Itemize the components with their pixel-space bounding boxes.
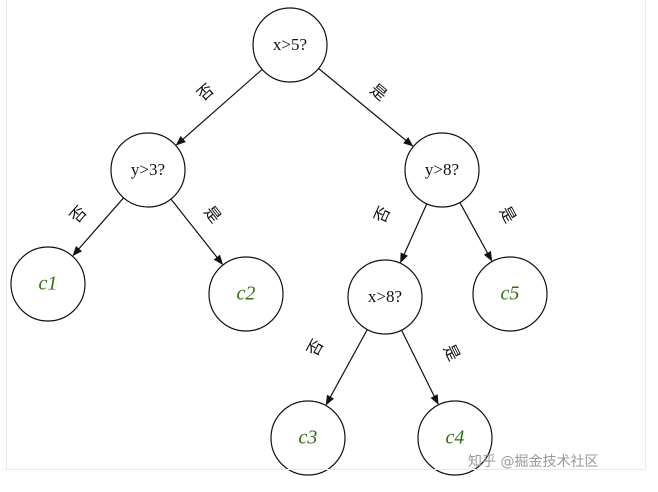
edge-label-n_mid-to-c4: 是 (440, 341, 464, 364)
decision-node-n_mid: x>8? (347, 259, 423, 335)
edge-label-n_right-to-c5: 是 (496, 203, 520, 226)
leaf-node-c3: c3 (270, 400, 346, 476)
nodes-layer: x>5? y>3? y>8? x>8? c1 c2 c3 c4 c5 (10, 7, 548, 476)
edge-n_mid-to-c3 (325, 329, 368, 406)
leaf-node-c4: c4 (417, 400, 493, 476)
leaf-label: c1 (39, 273, 58, 295)
decision-node-n_left: y>3? (110, 132, 186, 208)
leaf-label: c3 (299, 427, 318, 449)
image-frame (6, 0, 646, 470)
condition-label: x>5? (273, 35, 307, 54)
node-circle (208, 256, 284, 332)
edge-n_left-to-c2 (170, 198, 224, 265)
node-circle (252, 7, 328, 83)
node-circle (347, 259, 423, 335)
edge-n_mid-to-c4 (400, 329, 439, 405)
edge-n_left-to-c1 (72, 197, 125, 257)
edge-label-n_mid-to-c3: 否 (303, 336, 327, 359)
decision-node-root: x>5? (252, 7, 328, 83)
condition-label: x>8? (368, 287, 402, 306)
edge-root-to-n_right (318, 68, 414, 147)
node-circle (10, 246, 86, 322)
edges-layer (72, 68, 493, 406)
node-circle (404, 132, 480, 208)
decision-node-n_right: y>8? (404, 132, 480, 208)
node-circle (270, 400, 346, 476)
node-circle (472, 256, 548, 332)
watermark-text: 知乎 @掘金技术社区 (468, 453, 598, 470)
leaf-node-c5: c5 (472, 256, 548, 332)
node-circle (417, 400, 493, 476)
edge-root-to-n_left (175, 68, 263, 146)
node-circle (110, 132, 186, 208)
edge-n_right-to-c5 (459, 202, 493, 262)
condition-label: y>8? (425, 160, 459, 179)
edge-label-n_right-to-n_mid: 否 (370, 203, 394, 225)
leaf-node-c1: c1 (10, 246, 86, 322)
edge-n_right-to-n_mid (400, 203, 428, 264)
leaf-node-c2: c2 (208, 256, 284, 332)
leaf-label: c5 (501, 283, 520, 305)
leaf-label: c4 (446, 427, 465, 449)
condition-label: y>3? (131, 160, 165, 179)
leaf-label: c2 (237, 283, 256, 305)
